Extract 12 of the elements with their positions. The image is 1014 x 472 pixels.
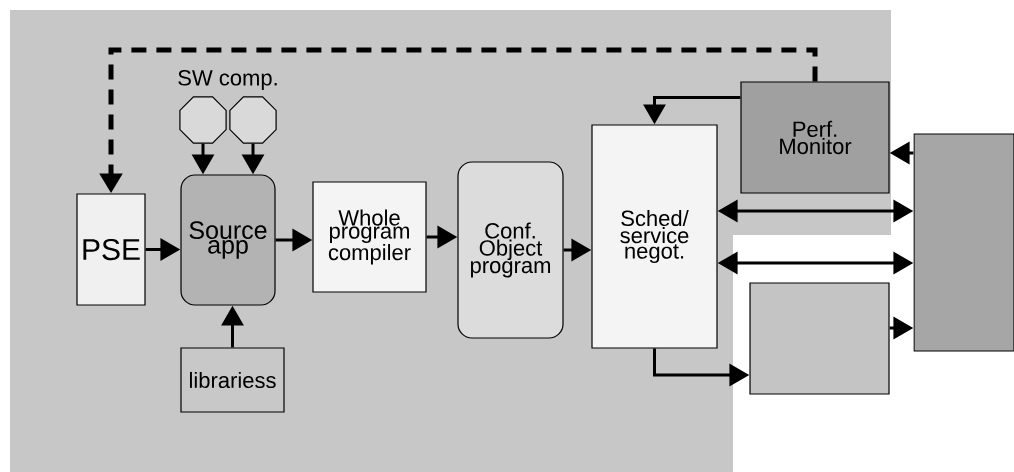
- octagon: [229, 96, 277, 144]
- process-box: librariess: [180, 347, 285, 413]
- empty-box: [749, 282, 890, 395]
- process-box: Conf. Object program: [457, 161, 564, 339]
- octagon: [179, 96, 227, 144]
- empty-box: [913, 133, 1014, 352]
- process-box: Sched/ service negot.: [591, 124, 718, 349]
- process-box: Source app: [180, 174, 276, 306]
- process-box: Whole program compiler: [312, 181, 427, 293]
- component-label: SW comp.: [178, 70, 277, 90]
- process-box: PSE: [76, 193, 146, 306]
- process-box: Perf. Monitor: [740, 81, 890, 194]
